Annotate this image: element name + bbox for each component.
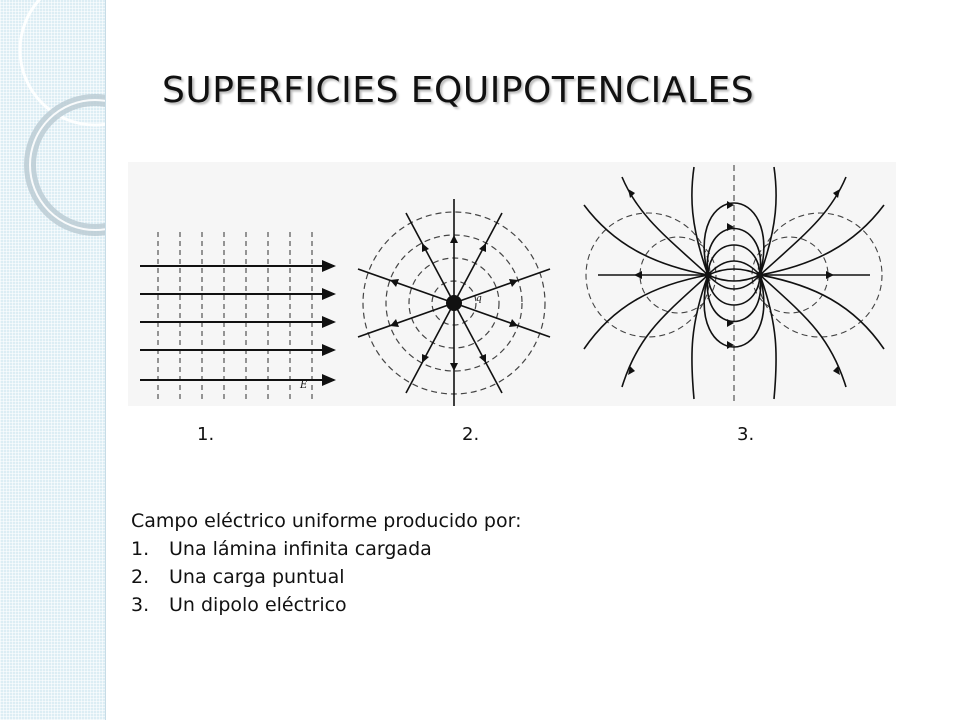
positive-charge (704, 271, 712, 279)
radial-arrowheads (390, 235, 518, 371)
figure-label-2: 2. (462, 424, 480, 445)
field-lines (140, 260, 336, 386)
dipole-field-lines (583, 166, 885, 400)
point-charge-diagram: q (357, 199, 551, 406)
figure-label-1: 1. (197, 424, 215, 445)
caption-intro: Campo eléctrico uniforme producido por: (131, 510, 522, 532)
decorative-side-band (0, 0, 106, 720)
uniform-field-diagram: E (140, 232, 336, 402)
charge-label: q (476, 294, 482, 304)
list-item-number: 1. (131, 538, 150, 560)
dipole-arrowheads (628, 189, 840, 375)
list-item-number: 2. (131, 566, 150, 588)
list-item: 1. Una lámina infinita cargada (131, 535, 521, 563)
dipole-diagram (583, 165, 885, 403)
slide-title: SUPERFICIES EQUIPOTENCIALES (162, 70, 755, 111)
field-diagrams-svg: E (140, 165, 885, 406)
field-label: E (299, 380, 308, 391)
caption-list: 1. Una lámina infinita cargada 2. Una ca… (131, 535, 521, 619)
field-diagrams: E (128, 162, 896, 406)
point-charge (446, 295, 462, 311)
caption-block: Campo eléctrico uniforme producido por: … (131, 507, 521, 619)
decorative-circles (18, 0, 105, 236)
radial-field-lines (357, 199, 551, 406)
list-item: 3. Un dipolo eléctrico (131, 591, 521, 619)
list-item: 2. Una carga puntual (131, 563, 521, 591)
list-item-number: 3. (131, 594, 150, 616)
equipotential-lines (157, 232, 313, 402)
negative-charge (756, 271, 764, 279)
list-item-text: Un dipolo eléctrico (169, 594, 347, 616)
list-item-text: Una carga puntual (169, 566, 345, 588)
list-item-text: Una lámina infinita cargada (169, 538, 432, 560)
figure-label-3: 3. (737, 424, 755, 445)
